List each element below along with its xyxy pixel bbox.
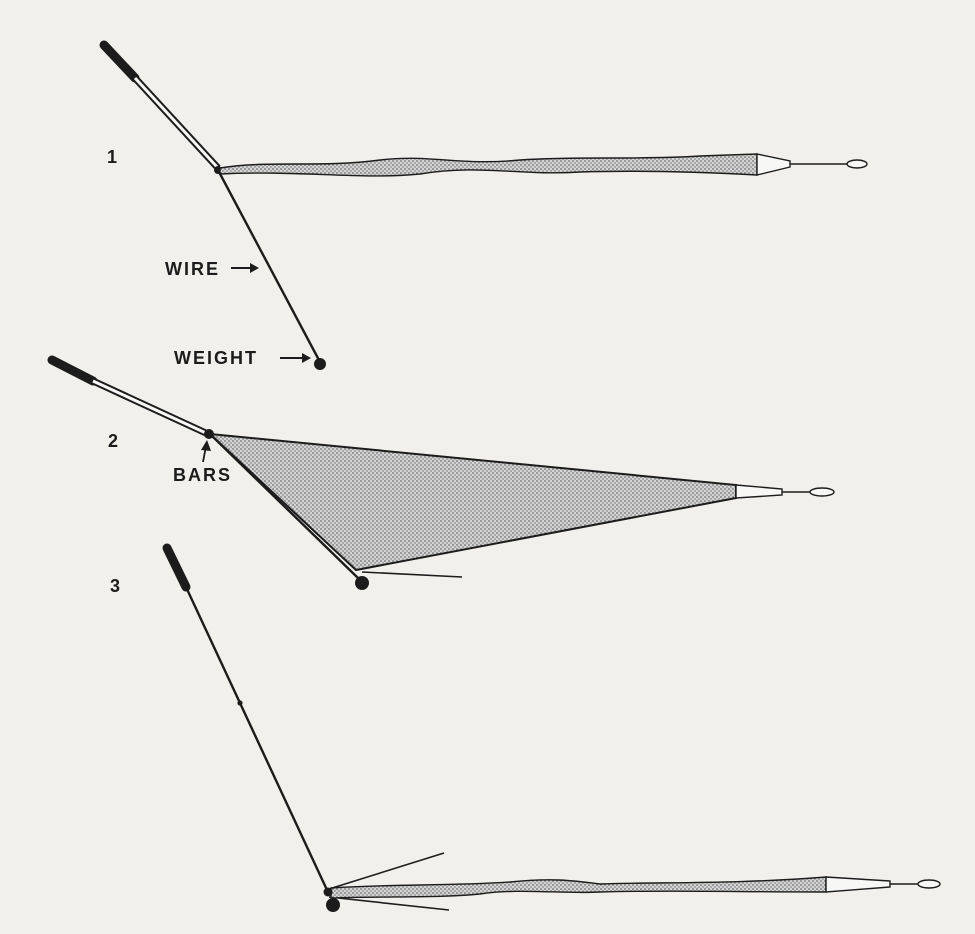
- stage-1-number: 1: [107, 147, 120, 167]
- stage-1-bucket: [846, 159, 868, 169]
- stage-2-net: [207, 432, 737, 572]
- stage-2-wire: [209, 433, 359, 579]
- stage-2-pole-tip: [47, 355, 98, 386]
- stage-3-group: [162, 543, 941, 912]
- stage-3-pole-tip: [162, 543, 191, 592]
- stage-2-bar-joint: [204, 429, 214, 439]
- stage-3-codend: [825, 876, 891, 893]
- weight-ball-icon: [314, 358, 326, 370]
- stage-1-pole-tip: [99, 40, 140, 83]
- stage-3-upper-bar: [328, 852, 445, 890]
- bars-label: BARS: [173, 465, 233, 485]
- stage-3-net: [330, 876, 827, 899]
- wire-label: WIRE: [165, 259, 220, 279]
- weight-ball-icon: [326, 898, 340, 912]
- stage-1-net: [219, 153, 758, 177]
- stage-2-lower-bar: [361, 571, 463, 578]
- stage-2-group: [47, 355, 835, 590]
- stage-3-wire: [184, 586, 329, 891]
- stage-2-number: 2: [108, 431, 121, 451]
- weight-label: WEIGHT: [174, 348, 258, 368]
- stage-3-bucket: [917, 879, 941, 889]
- stage-3-bar-joint: [323, 887, 333, 897]
- stage-3-number: 3: [110, 576, 123, 596]
- stage-3-wire-marker: [237, 700, 243, 706]
- stage-1-group: [99, 40, 868, 370]
- stage-2-codend: [735, 484, 783, 499]
- stage-1-wire: [216, 169, 322, 363]
- stage-1-codend: [756, 153, 791, 176]
- stage-2-bucket: [809, 487, 835, 497]
- weight-ball-icon: [355, 576, 369, 590]
- stage-3-lower-bar: [328, 896, 450, 911]
